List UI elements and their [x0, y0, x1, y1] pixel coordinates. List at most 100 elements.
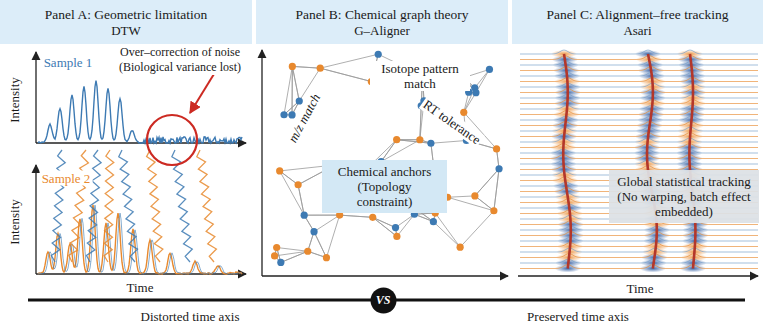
sample-track: [520, 237, 758, 241]
graph-vertex: [472, 89, 479, 96]
panel-a-axes: [36, 52, 246, 274]
sample-track: [520, 243, 758, 247]
graph-edge: [494, 169, 499, 211]
noise-circle: [147, 115, 197, 165]
graph-edge: [298, 185, 304, 215]
warping-spring: [104, 150, 114, 262]
graph-edge: [340, 215, 373, 217]
graph-vertex: [304, 248, 311, 255]
graph-edge: [475, 169, 499, 196]
graph-vertex: [271, 252, 278, 259]
sample-track: [520, 149, 758, 153]
panel-a-traces: [38, 81, 242, 274]
graph-edge: [320, 68, 371, 81]
node-title: Panel B: Chemical graph theory: [295, 6, 468, 23]
vs-badge: VS: [370, 287, 397, 314]
axis-caption: Preserved time axis: [525, 309, 631, 324]
node-title: VS: [376, 294, 391, 307]
graph-edge: [460, 211, 494, 247]
sample-track: [520, 61, 758, 65]
graph-edge: [431, 140, 467, 143]
sample-track: [520, 138, 758, 142]
graph-vertex: [392, 224, 399, 231]
graph-edge: [292, 66, 320, 68]
graph-vertex: [493, 145, 500, 152]
panel-c-heatmap: [520, 50, 758, 273]
warping-spring: [51, 150, 65, 262]
sample-track: [520, 56, 758, 60]
sample-label: Sample 2: [40, 171, 93, 186]
graph-edge: [475, 196, 494, 211]
graph-vertex: [416, 136, 423, 143]
sample-track: [520, 232, 758, 236]
tracking-box: Global statistical tracking (No warping,…: [609, 170, 759, 223]
axis-label: Intensity: [7, 197, 22, 247]
axis-label: Intensity: [7, 75, 22, 125]
graph-edge: [314, 215, 340, 232]
sample-track: [520, 226, 758, 230]
graph-vertex: [369, 214, 376, 221]
graph-edge: [475, 196, 494, 211]
sample-track: [520, 78, 758, 82]
graph-vertex: [277, 259, 284, 266]
sample-track: [520, 254, 758, 258]
panel-header-band: Panel C: Alignment–free trackingAsari: [512, 0, 763, 44]
graph-edge: [314, 232, 326, 258]
graph-edge: [381, 140, 397, 162]
graph-vertex: [301, 212, 308, 219]
graph-edge: [292, 66, 299, 101]
graph-edge: [304, 215, 339, 216]
graph-edge: [433, 222, 460, 248]
graph-vertex: [486, 66, 493, 73]
graph-edge: [320, 68, 371, 81]
sample-track: [520, 122, 758, 126]
graph-vertex: [460, 109, 467, 116]
sample-track: [520, 116, 758, 120]
graph-edge: [448, 196, 475, 197]
feature-track-line: [563, 54, 571, 269]
feature-track-line: [689, 54, 695, 269]
callout-note: Over–correction of noise (Biological var…: [114, 45, 246, 75]
relation-label: Isotope pattern match: [370, 61, 470, 91]
graph-edge: [475, 169, 499, 196]
graph-vertex: [430, 218, 437, 225]
sample-track: [520, 259, 758, 263]
graph-edge: [292, 66, 299, 101]
graph-vertex: [273, 244, 280, 251]
graph-edge: [298, 185, 304, 215]
axis-caption: Distorted time axis: [139, 309, 242, 324]
panel-header-band: Panel B: Chemical graph theoryG–Aligner: [256, 0, 508, 44]
graph-vertex: [471, 192, 478, 199]
panel-c-axes: [518, 275, 758, 276]
sample-track: [520, 248, 758, 252]
graph-edge: [420, 106, 421, 140]
node-title: Panel A: Geometric limitation: [45, 6, 207, 23]
sample-track: [520, 100, 758, 104]
sample-track: [520, 50, 758, 54]
graph-edge: [494, 169, 499, 211]
graph-edge: [277, 248, 308, 252]
graph-edge: [340, 215, 373, 217]
axis-label: Time: [125, 280, 156, 295]
panel-header-band: Panel A: Geometric limitationDTW: [0, 0, 252, 44]
sample-track: [520, 105, 758, 109]
relation-label: m/z match: [284, 89, 324, 146]
graph-vertex: [323, 254, 330, 261]
panel-b-axes: [262, 50, 508, 276]
graph-vertex: [336, 212, 343, 219]
graph-vertex: [393, 136, 400, 143]
graph-vertex: [295, 181, 302, 188]
feature-track-line: [647, 54, 657, 269]
warping-spring: [119, 150, 138, 262]
node-title: Chemical anchors (Topology constraint): [330, 164, 439, 209]
warping-spring: [172, 150, 192, 262]
graph-vertex: [490, 207, 497, 214]
sample-track: [520, 89, 758, 93]
graph-vertex: [427, 140, 434, 147]
warping-spring: [69, 150, 89, 262]
node-subtitle: DTW: [111, 23, 141, 39]
sample-track: [520, 265, 758, 269]
graph-edge: [326, 215, 339, 258]
sample-track: [520, 111, 758, 115]
graph-vertex: [317, 65, 324, 72]
